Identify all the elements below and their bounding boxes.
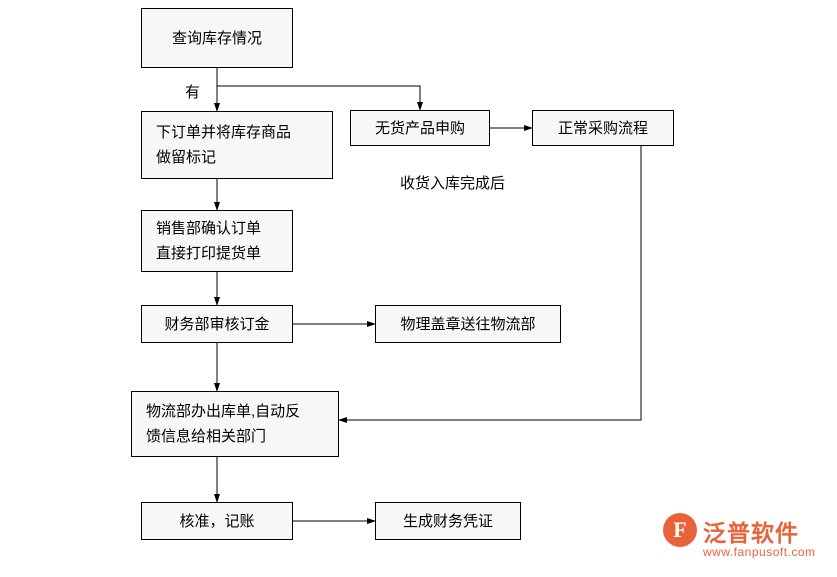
edge-label-has-stock: 有 [185, 84, 201, 101]
brand-mark-icon: F [663, 513, 697, 547]
node-out-of-stock-requisition: 无货产品申购 [350, 110, 490, 146]
node-normal-purchase-process: 正常采购流程 [532, 110, 674, 146]
brand-name: 泛普软件 [703, 520, 799, 546]
node-sales-confirm-print: 销售部确认订单 直接打印提货单 [141, 210, 293, 272]
node-generate-voucher: 生成财务凭证 [375, 502, 521, 540]
brand-url: www.fanpusoft.com [703, 545, 816, 559]
watermark-logo: F 泛普软件 www.fanpusoft.com [663, 511, 823, 567]
node-place-order-mark-stock: 下订单并将库存商品 做留标记 [141, 111, 333, 179]
node-check-inventory: 查询库存情况 [141, 8, 293, 68]
node-logistics-outbound-feedback: 物流部办出库单,自动反 馈信息给相关部门 [131, 391, 339, 457]
node-stamp-send-logistics: 物理盖章送往物流部 [375, 305, 561, 343]
node-finance-audit-deposit: 财务部审核订金 [141, 305, 293, 343]
node-approve-record: 核准，记账 [141, 502, 293, 540]
edge-label-after-receiving: 收货入库完成后 [400, 175, 506, 192]
